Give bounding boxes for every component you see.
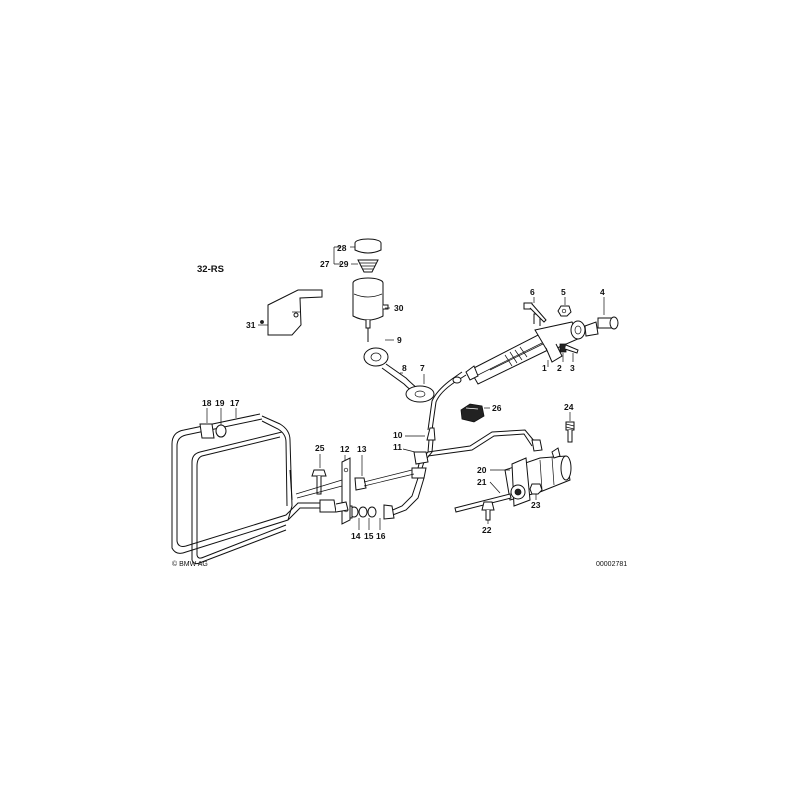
bolt-22[interactable] [481,501,495,521]
callout-25: 25 [315,443,325,453]
bolt-3[interactable] [559,343,579,354]
reservoir-bracket[interactable] [260,289,323,336]
fluid-reservoir[interactable] [352,238,389,329]
callout-5: 5 [561,287,566,297]
callout-17: 17 [230,398,240,408]
screw-25[interactable] [311,469,327,495]
callout-3: 3 [570,363,575,373]
callout-21: 21 [477,477,487,487]
slave-cylinder-line[interactable] [427,429,543,457]
callout-18: 18 [202,398,212,408]
callout-30: 30 [394,303,404,313]
callout-13: 13 [357,444,367,454]
flexible-hose[interactable] [348,477,425,520]
callout-27: 27 [320,259,330,269]
clip-13[interactable] [354,469,415,491]
callout-24: 24 [564,402,574,412]
clutch-master-cylinder[interactable] [465,313,599,385]
reservoir-hose[interactable] [363,328,435,403]
grommet-26[interactable] [460,403,485,423]
callout-11: 11 [393,442,402,452]
callout-28: 28 [337,243,347,253]
callout-6: 6 [530,287,535,297]
callout-7: 7 [420,363,425,373]
bolt-4[interactable] [597,316,619,330]
callout-9: 9 [397,335,402,345]
callout-26: 26 [492,403,502,413]
clutch-slave-cylinder[interactable] [454,447,572,513]
callout-22: 22 [482,525,492,535]
pressure-pipe[interactable] [426,371,467,441]
callout-23: 23 [531,500,541,510]
callout-15: 15 [364,531,374,541]
copyright-text: © BMW AG [172,560,208,568]
drawing-number: 00002781 [596,561,627,568]
callout-1: 1 [542,363,547,373]
callout-12: 12 [340,444,350,454]
callout-29: 29 [339,259,349,269]
bleed-screw-24[interactable] [565,421,575,443]
screw-6[interactable] [523,302,547,323]
callout-4: 4 [600,287,605,297]
callout-16: 16 [376,531,386,541]
group-code: 32-RS [197,264,224,275]
callout-31: 31 [246,320,256,330]
bracket-12[interactable] [341,457,351,525]
nut-23[interactable] [529,483,543,495]
callout-8: 8 [402,363,407,373]
callout-10: 10 [393,430,403,440]
callout-19: 19 [215,398,225,408]
callout-2: 2 [557,363,562,373]
pipe-loop[interactable] [171,413,349,565]
callout-14: 14 [351,531,361,541]
clutch-hose[interactable] [411,439,434,479]
nut-5[interactable] [557,305,572,317]
callout-20: 20 [477,465,487,475]
